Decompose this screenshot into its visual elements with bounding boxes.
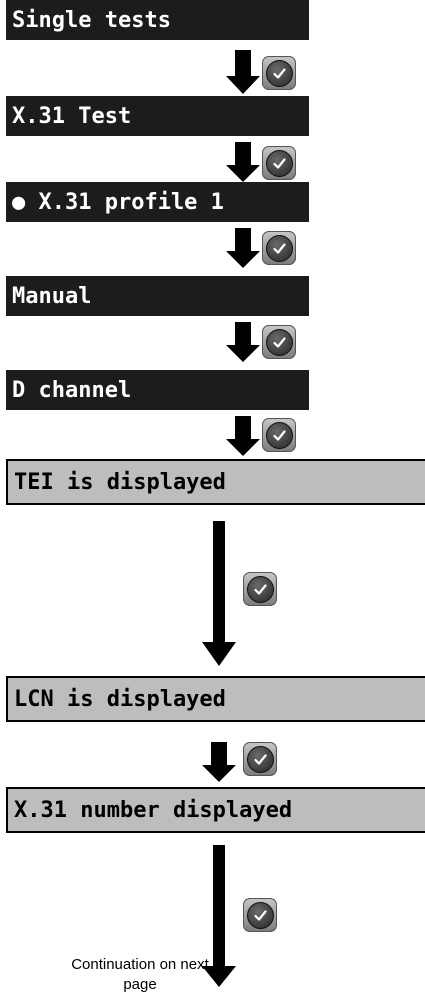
step-label: X.31 number displayed bbox=[14, 797, 293, 823]
step-label: Manual bbox=[12, 283, 92, 309]
ok-checkmark-icon bbox=[243, 572, 277, 606]
down-arrow-icon bbox=[226, 50, 260, 94]
step-label: TEI is displayed bbox=[14, 469, 226, 495]
down-arrow-icon bbox=[226, 142, 260, 182]
step-lcn-displayed: LCN is displayed bbox=[6, 676, 425, 722]
ok-checkmark-icon bbox=[243, 742, 277, 776]
step-label: LCN is displayed bbox=[14, 686, 226, 712]
ok-checkmark-icon bbox=[262, 56, 296, 90]
down-arrow-icon bbox=[226, 228, 260, 268]
ok-checkmark-icon bbox=[262, 418, 296, 452]
down-arrow-icon bbox=[202, 521, 236, 666]
step-label: D channel bbox=[12, 377, 132, 403]
ok-checkmark-icon bbox=[243, 898, 277, 932]
continuation-note: Continuation on next page bbox=[71, 956, 209, 993]
step-single-tests: Single tests bbox=[6, 0, 309, 40]
down-arrow-icon bbox=[226, 416, 260, 456]
down-arrow-icon bbox=[202, 742, 236, 782]
step-manual: Manual bbox=[6, 276, 309, 316]
step-d-channel: D channel bbox=[6, 370, 309, 410]
step-x31-number-displayed: X.31 number displayed bbox=[6, 787, 425, 833]
down-arrow-icon bbox=[226, 322, 260, 362]
step-x31-test: X.31 Test bbox=[6, 96, 309, 136]
step-label: ● X.31 profile 1 bbox=[12, 189, 224, 215]
ok-checkmark-icon bbox=[262, 146, 296, 180]
down-arrow-icon bbox=[202, 845, 236, 987]
step-label: Single tests bbox=[12, 7, 171, 33]
step-tei-displayed: TEI is displayed bbox=[6, 459, 425, 505]
step-label: X.31 Test bbox=[12, 103, 132, 129]
ok-checkmark-icon bbox=[262, 231, 296, 265]
ok-checkmark-icon bbox=[262, 325, 296, 359]
step-x31-profile: ● X.31 profile 1 bbox=[6, 182, 309, 222]
